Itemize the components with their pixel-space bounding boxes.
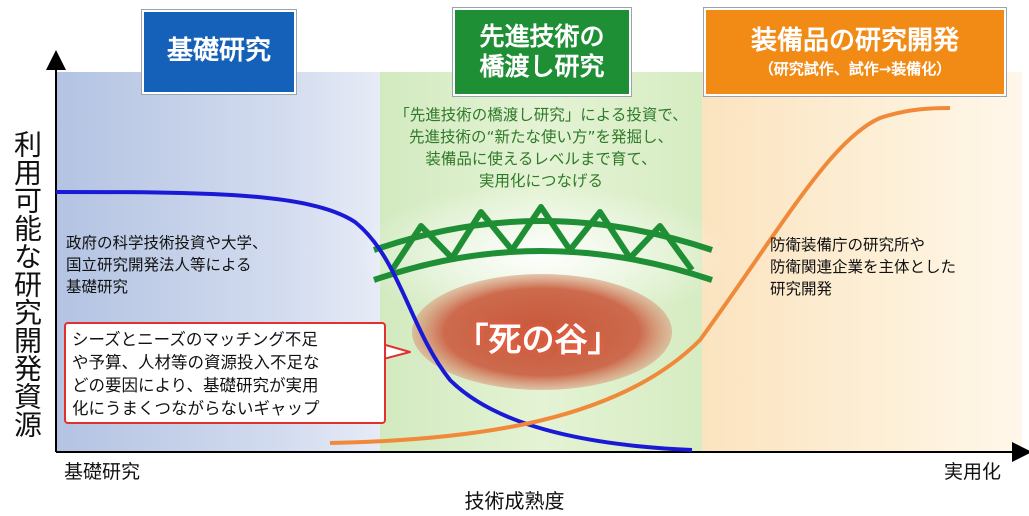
development-description: 防衛装備庁の研究所や 防衛関連企業を主体とした 研究開発 (770, 234, 1010, 300)
basic-description-line: 政府の科学技術投資や大学、 (66, 234, 268, 252)
development-description-line: 防衛装備庁の研究所や (770, 236, 926, 254)
bridge-truss (373, 204, 713, 283)
basic-description-line: 国立研究開発法人等による (66, 256, 252, 274)
development-description-line: 防衛関連企業を主体とした (770, 258, 957, 276)
x-axis-end-label: 実用化 (944, 461, 1002, 483)
basic-research-curve (55, 190, 693, 452)
development-subtitle: （研究試作、試作→装備化） (758, 59, 952, 78)
x-axis-start-label: 基礎研究 (64, 461, 141, 483)
gap-callout: シーズとニーズのマッチング不足 や予算、人材等の資源投入不足な どの要因により、… (64, 322, 386, 424)
valley-of-death-shape (412, 274, 672, 390)
bridge-description-line: 実用化につなげる (478, 172, 603, 190)
valley-of-death-label: 「死の谷」 (455, 320, 621, 359)
gap-callout-line: シーズとニーズのマッチング不足 (72, 330, 318, 349)
basic-research-header: 基礎研究 (142, 10, 296, 94)
development-title: 装備品の研究開発 (750, 26, 959, 57)
x-axis-title: 技術成熟度 (464, 489, 565, 513)
bridge-description-line: 先進技術の“新たな使い方”を発掘し、 (408, 128, 674, 146)
development-description-line: 研究開発 (770, 280, 833, 298)
basic-research-title: 基礎研究 (166, 36, 271, 67)
bridge-research-title-line2: 橋渡し研究 (479, 52, 605, 81)
bridge-glow (352, 185, 732, 325)
gap-callout-line: や予算、人材等の資源投入不足な (72, 353, 320, 372)
gap-callout-line: どの要因により、基礎研究が実用 (72, 376, 319, 395)
bridge-description-line: 「先進技術の橋渡し研究」による投資で、 (394, 106, 688, 124)
basic-description-line: 基礎研究 (66, 278, 129, 296)
y-axis-label: 利用可能な研究開発資源 (10, 130, 43, 438)
development-header: 装備品の研究開発 （研究試作、試作→装備化） (704, 8, 1006, 96)
bridge-research-header: 先進技術の 橋渡し研究 (453, 8, 631, 96)
development-curve (329, 106, 951, 445)
bridge-description-line: 装備品に使えるレベルまで育て、 (425, 150, 657, 168)
bridge-description: 「先進技術の橋渡し研究」による投資で、 先進技術の“新たな使い方”を発掘し、 装… (380, 104, 702, 192)
basic-research-description: 政府の科学技術投資や大学、 国立研究開発法人等による 基礎研究 (66, 232, 366, 298)
bridge-research-title-line1: 先進技術の (479, 22, 605, 51)
gap-callout-line: 化にうまくつながらないギャップ (72, 399, 320, 418)
